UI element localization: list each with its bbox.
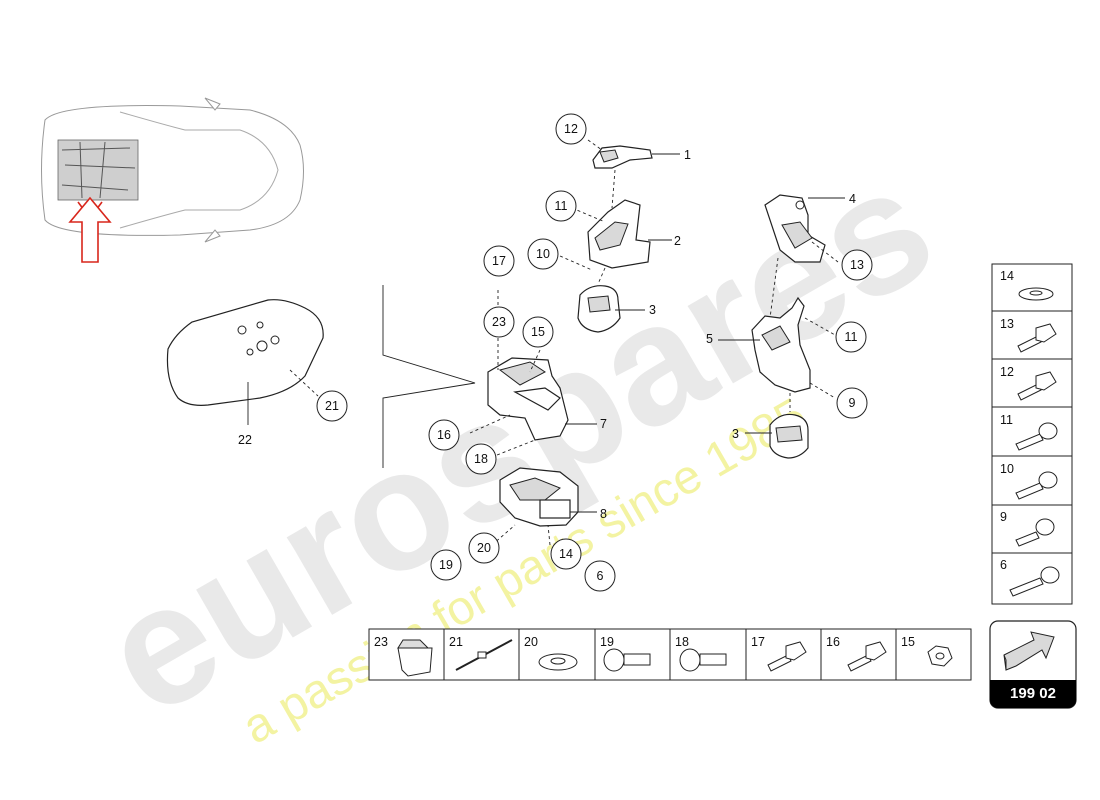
bottom-cell-label: 17 [751,635,765,649]
side-cell-label: 6 [1000,558,1007,572]
side-cell-label: 11 [1000,413,1013,427]
svg-text:10: 10 [536,247,550,261]
svg-text:19: 19 [439,558,453,572]
callout-17: 17 [483,245,515,277]
svg-text:11: 11 [555,199,568,213]
side-cell-label: 12 [1000,365,1014,379]
callout-1: 1 [684,148,691,162]
svg-text:12: 12 [564,122,578,136]
callout-7: 7 [600,417,607,431]
location-arrow-icon [68,196,112,263]
cover-plate [166,299,324,425]
left-mount-assembly [469,290,597,546]
arrow-icon [1003,631,1055,671]
callout-15: 15 [522,316,554,348]
svg-text:21: 21 [325,399,339,413]
callout-11b: 11 [835,321,867,353]
bottom-cell-label: 21 [449,635,463,649]
callout-11a: 11 [545,190,577,222]
callout-3b: 3 [732,427,739,441]
callout-3a: 3 [649,303,656,317]
svg-text:15: 15 [531,325,545,339]
bottom-cell-label: 20 [524,635,538,649]
callout-18: 18 [465,443,497,475]
svg-text:14: 14 [559,547,573,561]
svg-text:16: 16 [437,428,451,442]
svg-text:9: 9 [849,396,856,410]
callout-14: 14 [550,538,582,570]
side-cell-label: 9 [1000,510,1007,524]
car-overview [41,97,304,263]
callout-12: 12 [555,113,587,145]
svg-text:6: 6 [597,569,604,583]
svg-text:13: 13 [850,258,864,272]
callout-16: 16 [428,419,460,451]
bottom-cell-label: 16 [826,635,840,649]
svg-text:18: 18 [474,452,488,466]
svg-text:23: 23 [492,315,506,329]
svg-text:11: 11 [845,330,858,344]
callout-2: 2 [674,234,681,248]
bottom-fastener-table: 23 21 20 19 18 17 16 15 [368,628,972,681]
bottom-cell-label: 15 [901,635,915,649]
callout-4: 4 [849,192,856,206]
callout-22: 22 [238,433,252,447]
side-cell-label: 13 [1000,317,1014,331]
callout-13: 13 [841,249,873,281]
side-fastener-table: 14 13 12 11 10 9 6 [991,263,1073,605]
bottom-cell-label: 23 [374,635,388,649]
callouts: 12 1 11 2 10 17 3 23 15 4 13 5 11 9 3 7 … [238,113,873,592]
page-number: 199 02 [990,680,1076,708]
center-mount-stack [559,139,680,333]
callout-8: 8 [600,507,607,521]
callout-6: 6 [584,560,616,592]
side-cell-label: 10 [1000,462,1014,476]
callout-10: 10 [527,238,559,270]
side-cell-label: 14 [1000,269,1014,283]
callout-23: 23 [483,306,515,338]
callout-20: 20 [468,532,500,564]
svg-text:17: 17 [492,254,506,268]
group-bracket [382,285,476,468]
callout-9: 9 [836,387,868,419]
bottom-cell-label: 18 [675,635,689,649]
callout-21: 21 [316,390,348,422]
right-mount-assembly [718,194,845,459]
svg-text:20: 20 [477,541,491,555]
callout-19: 19 [430,549,462,581]
bottom-cell-label: 19 [600,635,614,649]
callout-5: 5 [706,332,713,346]
